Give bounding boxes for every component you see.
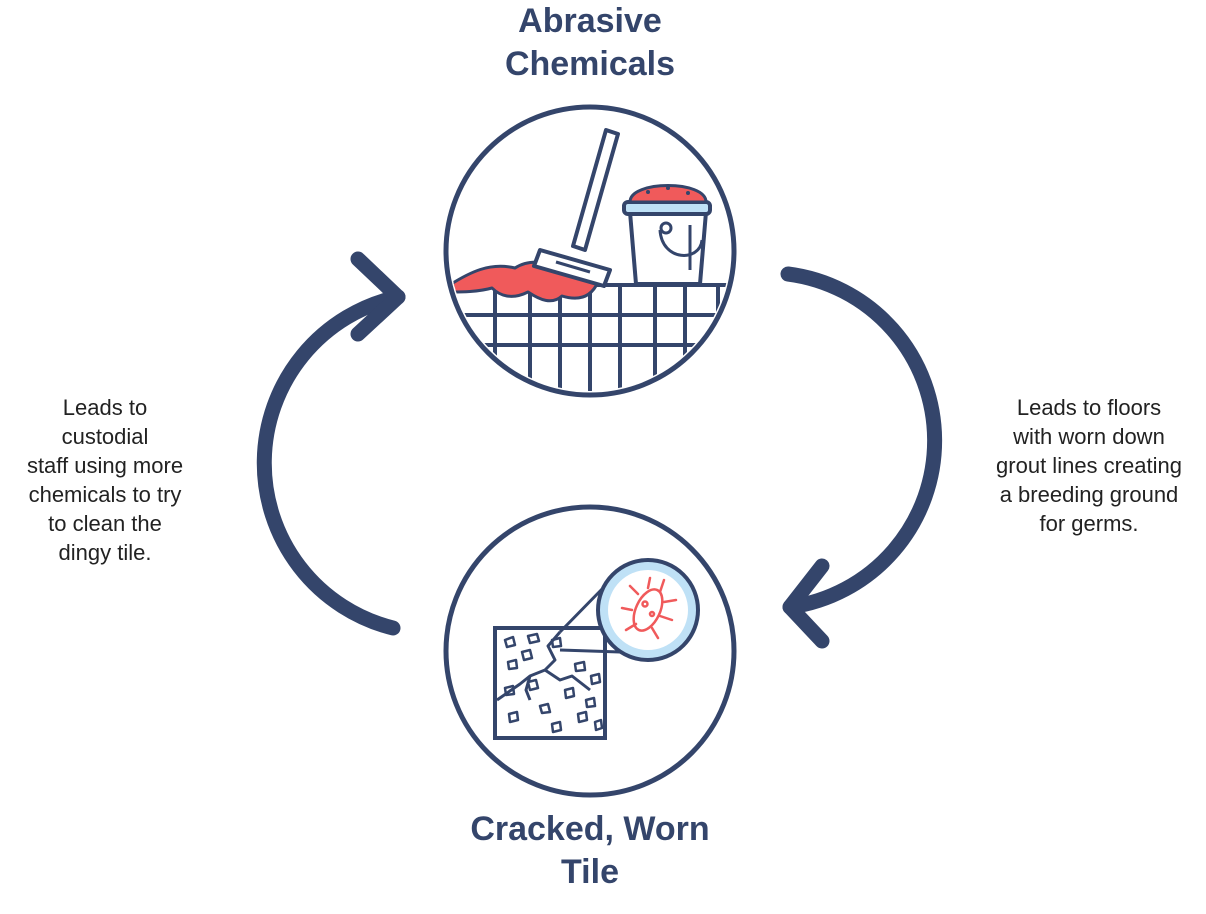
- left-edge-description: Leads to custodial staff using more chem…: [26, 395, 184, 565]
- right-cycle-arrow: [780, 266, 943, 649]
- node-title-abrasive-chemicals: Abrasive Chemicals: [504, 2, 676, 83]
- node-cracked-worn-tile: [443, 504, 737, 798]
- left-cycle-arrow: [256, 251, 406, 636]
- mop-and-bucket-icon: [450, 128, 730, 391]
- cracked-tile-germ-icon: [493, 558, 700, 740]
- right-edge-description: Leads to floors with worn down grout lin…: [996, 395, 1182, 536]
- node-abrasive-chemicals: [443, 104, 737, 398]
- node-title-cracked-worn-tile: Cracked, Worn Tile: [470, 810, 710, 891]
